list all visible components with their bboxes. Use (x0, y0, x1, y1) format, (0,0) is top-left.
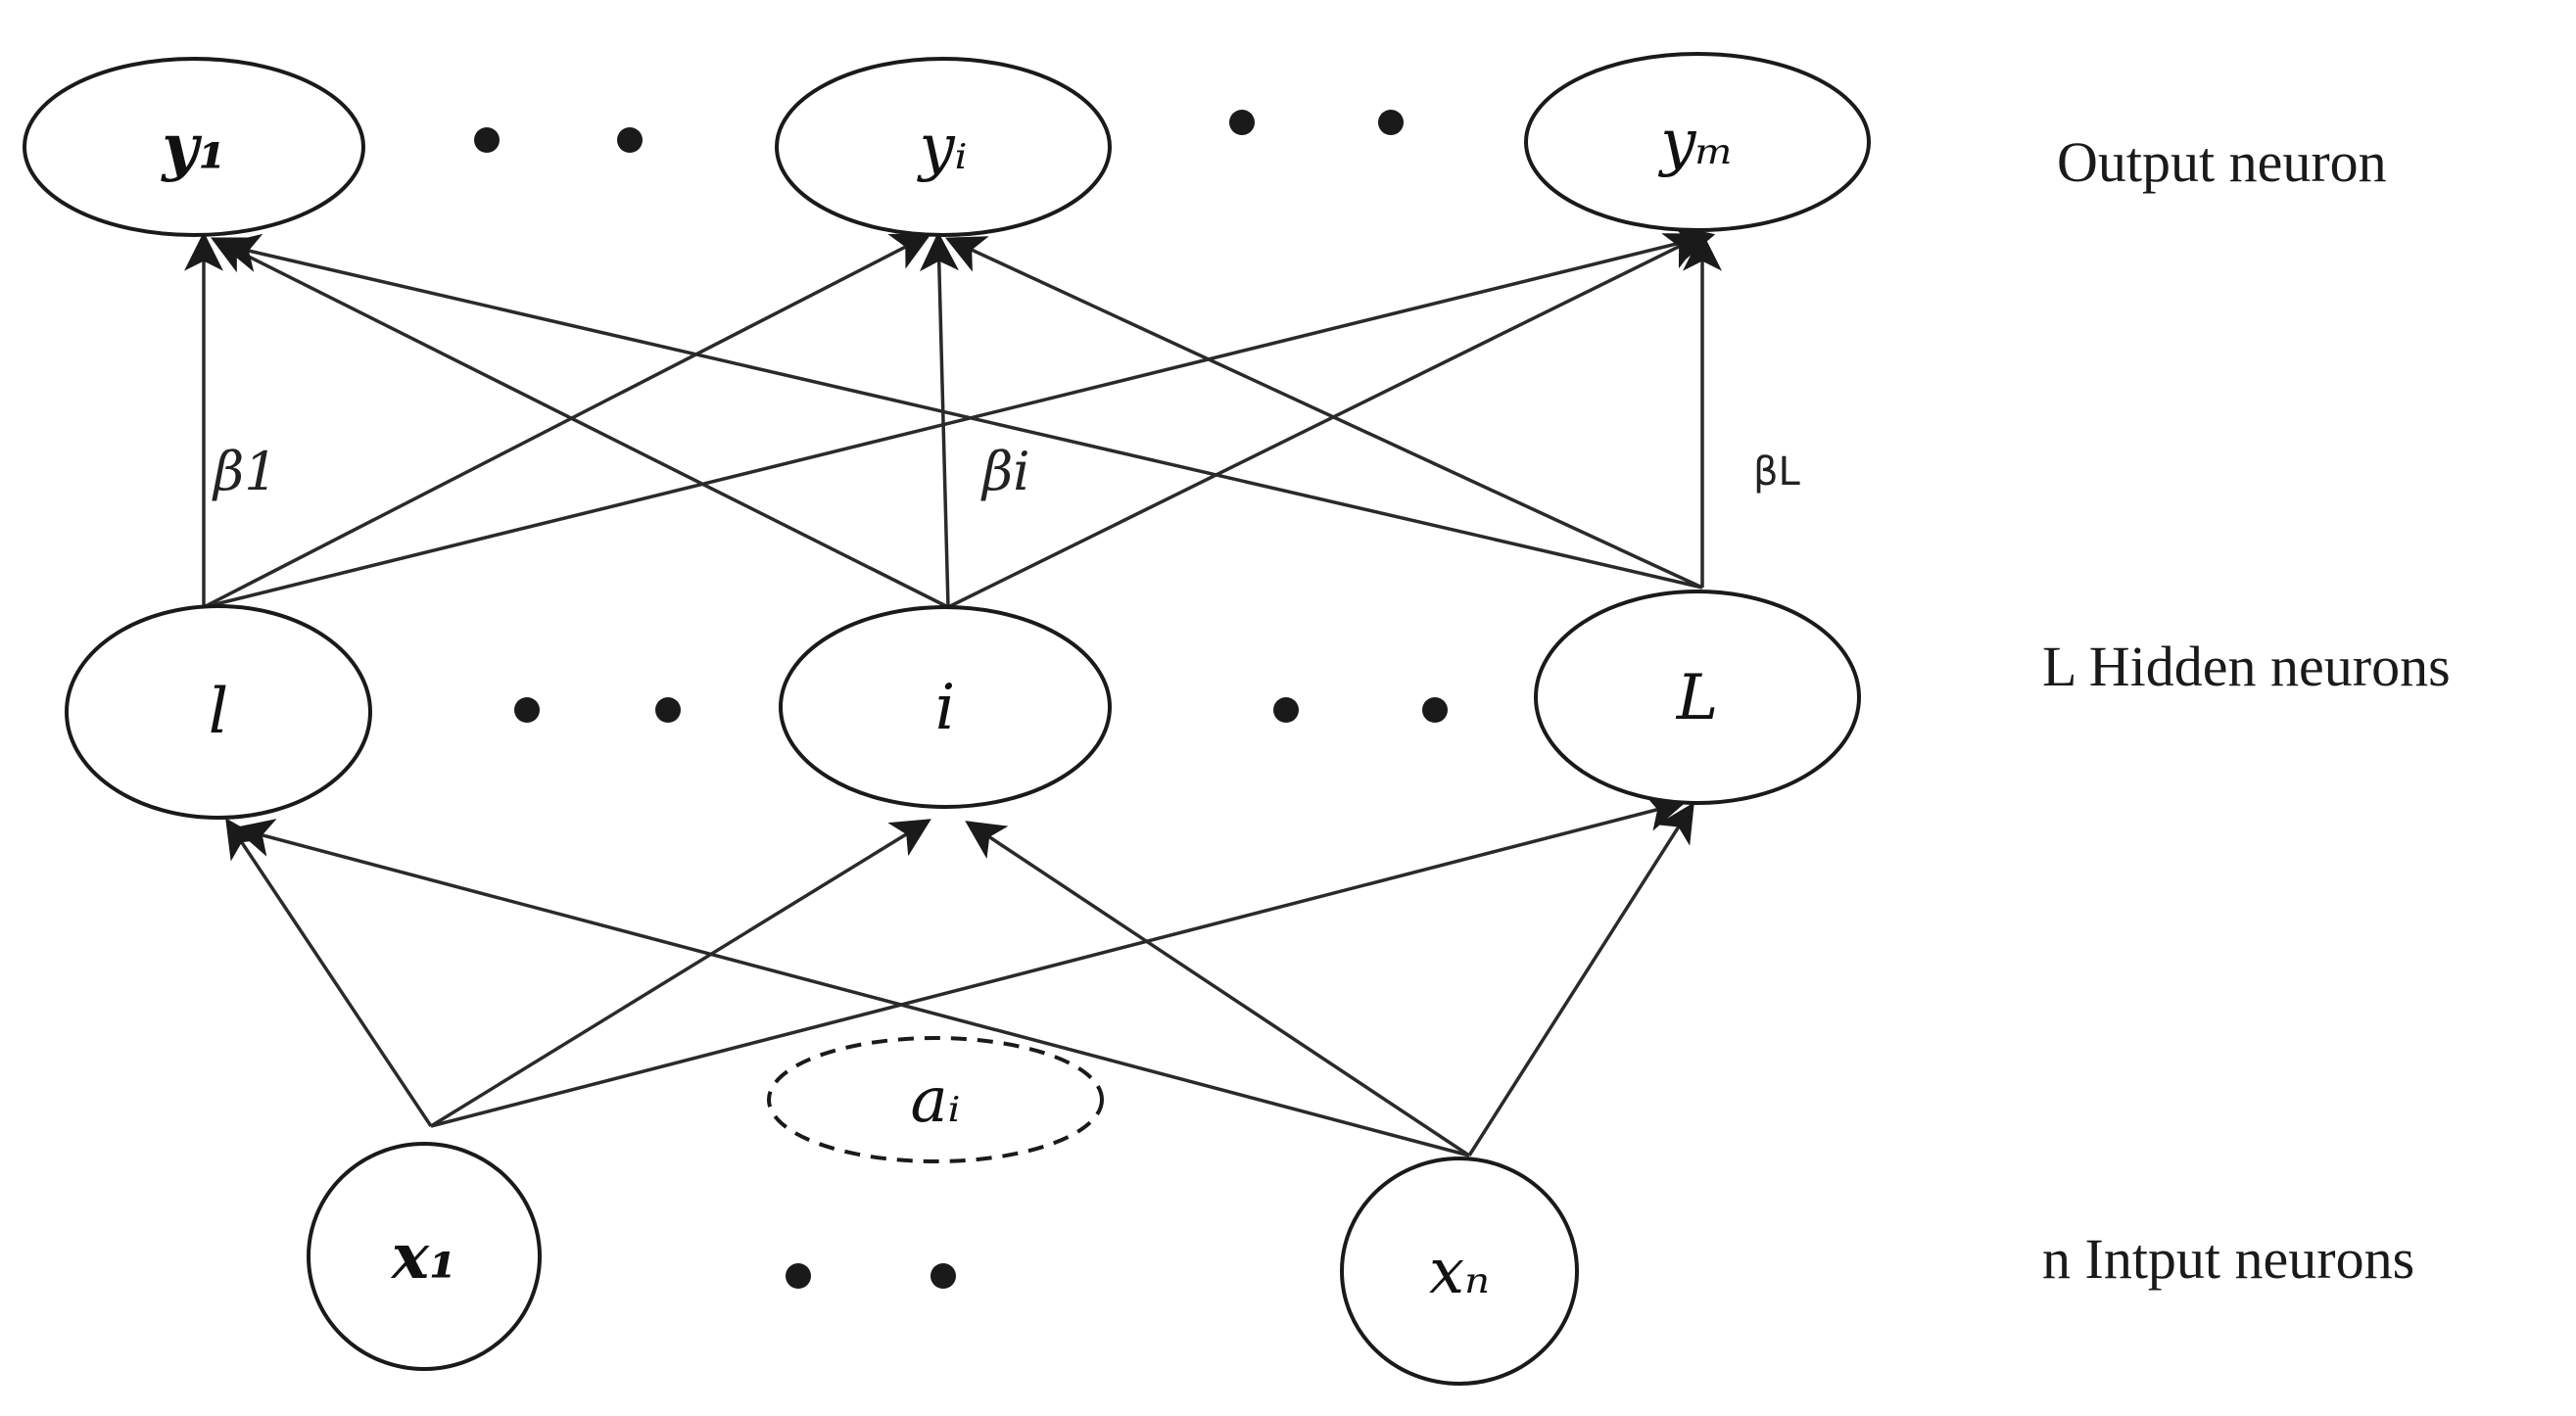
hidden-to-output-edges (184, 224, 1722, 609)
hidden-node-1-label: l (209, 676, 228, 748)
weight-beta-1: β1 (212, 441, 278, 502)
input-layer-label: n Intput neurons (2042, 1227, 2414, 1291)
hidden-ellipsis-dot-4 (1422, 697, 1448, 723)
edge-h1-ym (203, 224, 1716, 609)
hidden-node-L (1534, 590, 1861, 805)
edge-hL-yi (944, 236, 1703, 590)
hidden-layer-label: L Hidden neurons (2042, 635, 2451, 698)
hidden-ellipsis-dot-2 (655, 697, 681, 723)
hidden-ellipsis-dot-1 (514, 697, 540, 723)
output-layer-label: Output neuron (2057, 130, 2387, 194)
input-node-x1-label: x₁ (390, 1220, 456, 1294)
output-node-y1-label: y₁ (160, 111, 225, 184)
bias-node (767, 1036, 1104, 1163)
edge-hi-yi (919, 231, 959, 608)
edge-hi-y1 (211, 237, 949, 609)
weight-beta-L: βL (1753, 449, 1801, 495)
edge-h1-yi (203, 233, 931, 609)
input-layer: x₁ xₙ (307, 1142, 1579, 1386)
output-node-y1 (23, 57, 365, 237)
edge-x1-h1 (225, 818, 433, 1127)
edge-xn-hi (965, 821, 1470, 1157)
output-node-ym (1524, 52, 1871, 232)
input-node-xn (1340, 1156, 1579, 1386)
input-ellipsis-dot-2 (930, 1263, 956, 1289)
edge-hL-y1 (219, 233, 1703, 590)
weight-beta-i: βi (980, 441, 1030, 502)
output-layer: y₁ yᵢ yₘ (23, 52, 1871, 237)
hidden-node-1 (65, 604, 372, 820)
input-node-x1 (307, 1142, 542, 1371)
output-node-ym-label: yₘ (1657, 107, 1734, 179)
hidden-node-L-label: L (1676, 662, 1719, 734)
edge-x1-hL (430, 792, 1687, 1128)
edge-xn-h1 (233, 819, 1470, 1157)
output-ellipsis-dot-4 (1378, 110, 1404, 135)
hidden-layer: l i L (65, 590, 1861, 820)
input-ellipsis-dot-1 (786, 1263, 811, 1289)
edge-xn-hL (1467, 802, 1694, 1156)
bias-node-label: aᵢ (910, 1064, 960, 1137)
output-ellipsis-dot-2 (617, 127, 643, 153)
edge-x1-hi (430, 819, 931, 1128)
output-node-yi (775, 57, 1112, 237)
hidden-node-i-label: i (935, 672, 955, 744)
output-node-yi-label: yᵢ (916, 112, 967, 184)
input-node-xn-label: xₙ (1429, 1236, 1490, 1308)
output-ellipsis-dot-1 (474, 127, 500, 153)
edge-hi-ym (947, 233, 1705, 609)
hidden-node-i (779, 605, 1112, 809)
output-ellipsis-dot-3 (1229, 110, 1255, 135)
input-to-hidden-edges (225, 792, 1694, 1157)
hidden-ellipsis-dot-3 (1273, 697, 1299, 723)
